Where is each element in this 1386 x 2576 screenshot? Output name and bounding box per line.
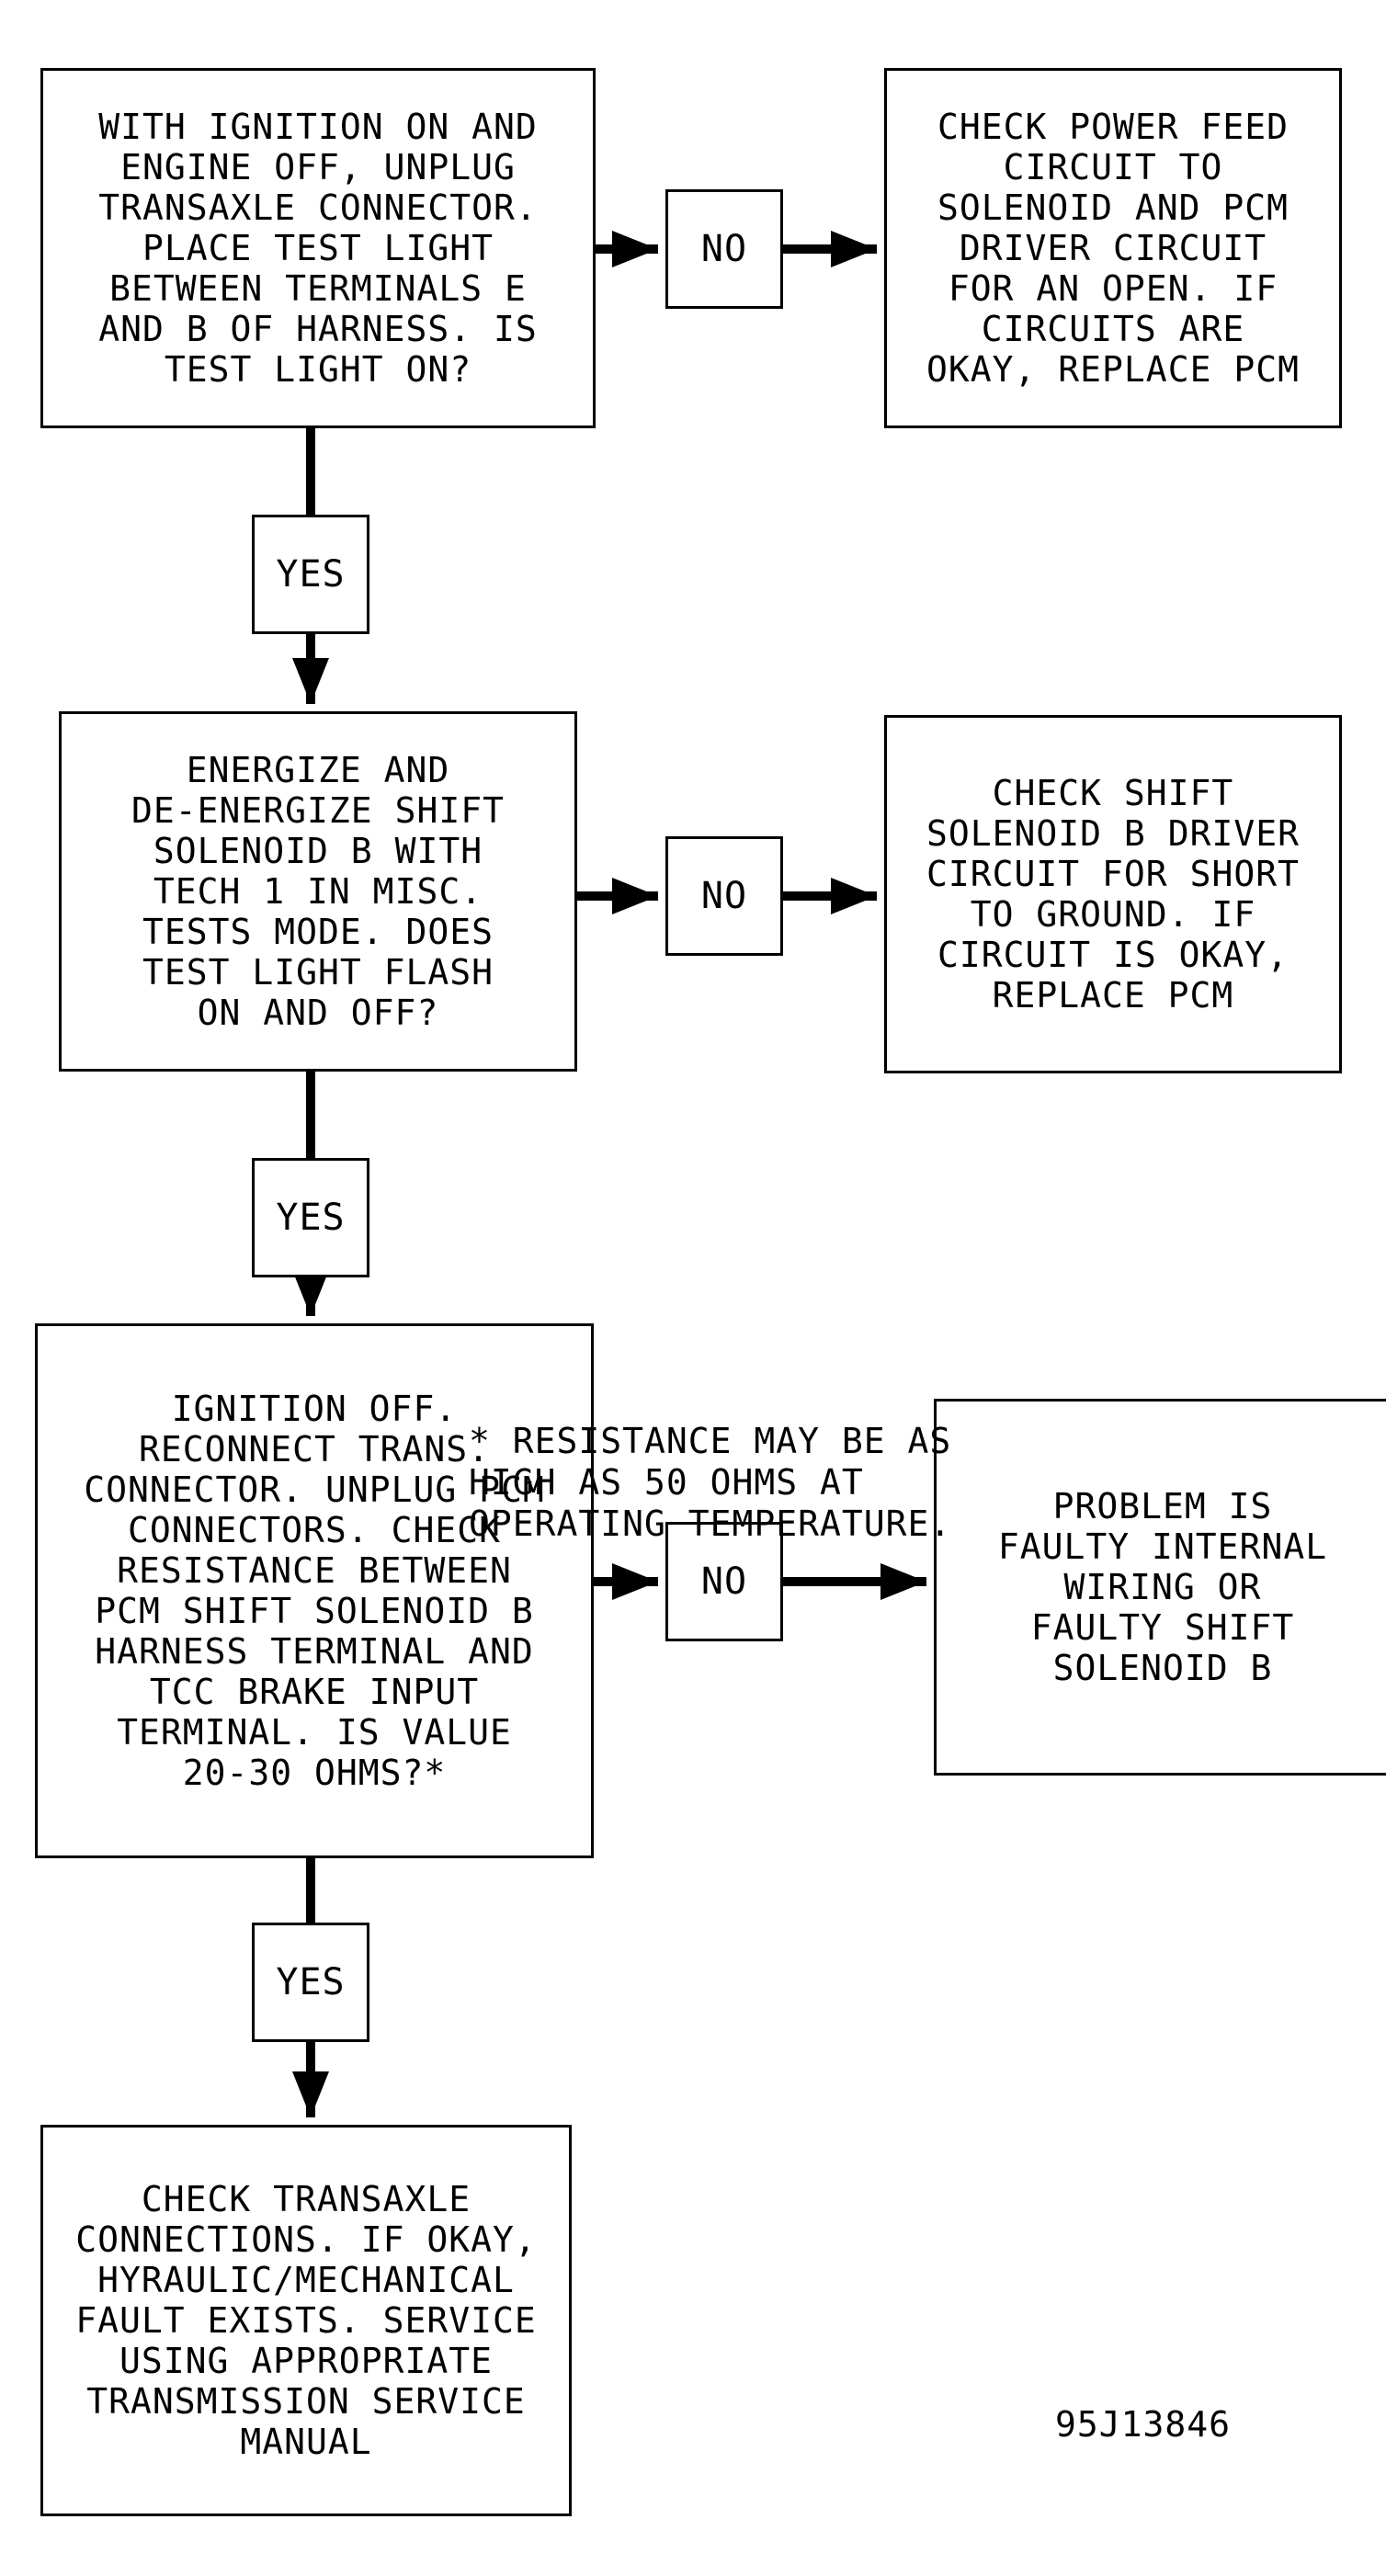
step-3-box: IGNITION OFF. RECONNECT TRANS. CONNECTOR… <box>35 1323 594 1858</box>
no-label-3-text: NO <box>700 1560 748 1603</box>
no-action-2-text: CHECK SHIFT SOLENOID B DRIVER CIRCUIT FO… <box>926 773 1300 1016</box>
yes-label-3: YES <box>252 1923 369 2042</box>
step-2-box: ENERGIZE AND DE-ENERGIZE SHIFT SOLENOID … <box>59 711 577 1072</box>
step-4-text: CHECK TRANSAXLE CONNECTIONS. IF OKAY, HY… <box>75 2179 537 2462</box>
no-label-1-text: NO <box>700 228 748 270</box>
no-action-3-box: PROBLEM IS FAULTY INTERNAL WIRING OR FAU… <box>934 1399 1386 1776</box>
yes-label-1: YES <box>252 515 369 634</box>
step-4-box: CHECK TRANSAXLE CONNECTIONS. IF OKAY, HY… <box>40 2125 572 2516</box>
yes-label-3-text: YES <box>276 1961 346 2003</box>
resistance-footnote: * RESISTANCE MAY BE AS HIGH AS 50 OHMS A… <box>469 1421 952 1544</box>
no-action-3-text: PROBLEM IS FAULTY INTERNAL WIRING OR FAU… <box>997 1486 1328 1688</box>
no-label-2-text: NO <box>700 875 748 917</box>
figure-id: 95J13846 <box>1055 2404 1232 2445</box>
step-2-text: ENERGIZE AND DE-ENERGIZE SHIFT SOLENOID … <box>131 750 505 1033</box>
step-1-box: WITH IGNITION ON AND ENGINE OFF, UNPLUG … <box>40 68 596 428</box>
no-label-2: NO <box>665 836 783 956</box>
no-action-1-box: CHECK POWER FEED CIRCUIT TO SOLENOID AND… <box>884 68 1342 428</box>
yes-label-2: YES <box>252 1158 369 1277</box>
no-action-1-text: CHECK POWER FEED CIRCUIT TO SOLENOID AND… <box>926 107 1300 390</box>
yes-label-2-text: YES <box>276 1197 346 1239</box>
no-label-3: NO <box>665 1522 783 1641</box>
no-action-2-box: CHECK SHIFT SOLENOID B DRIVER CIRCUIT FO… <box>884 715 1342 1073</box>
yes-label-1-text: YES <box>276 553 346 596</box>
no-label-1: NO <box>665 189 783 309</box>
step-1-text: WITH IGNITION ON AND ENGINE OFF, UNPLUG … <box>98 107 538 390</box>
step-3-text: IGNITION OFF. RECONNECT TRANS. CONNECTOR… <box>84 1389 545 1793</box>
